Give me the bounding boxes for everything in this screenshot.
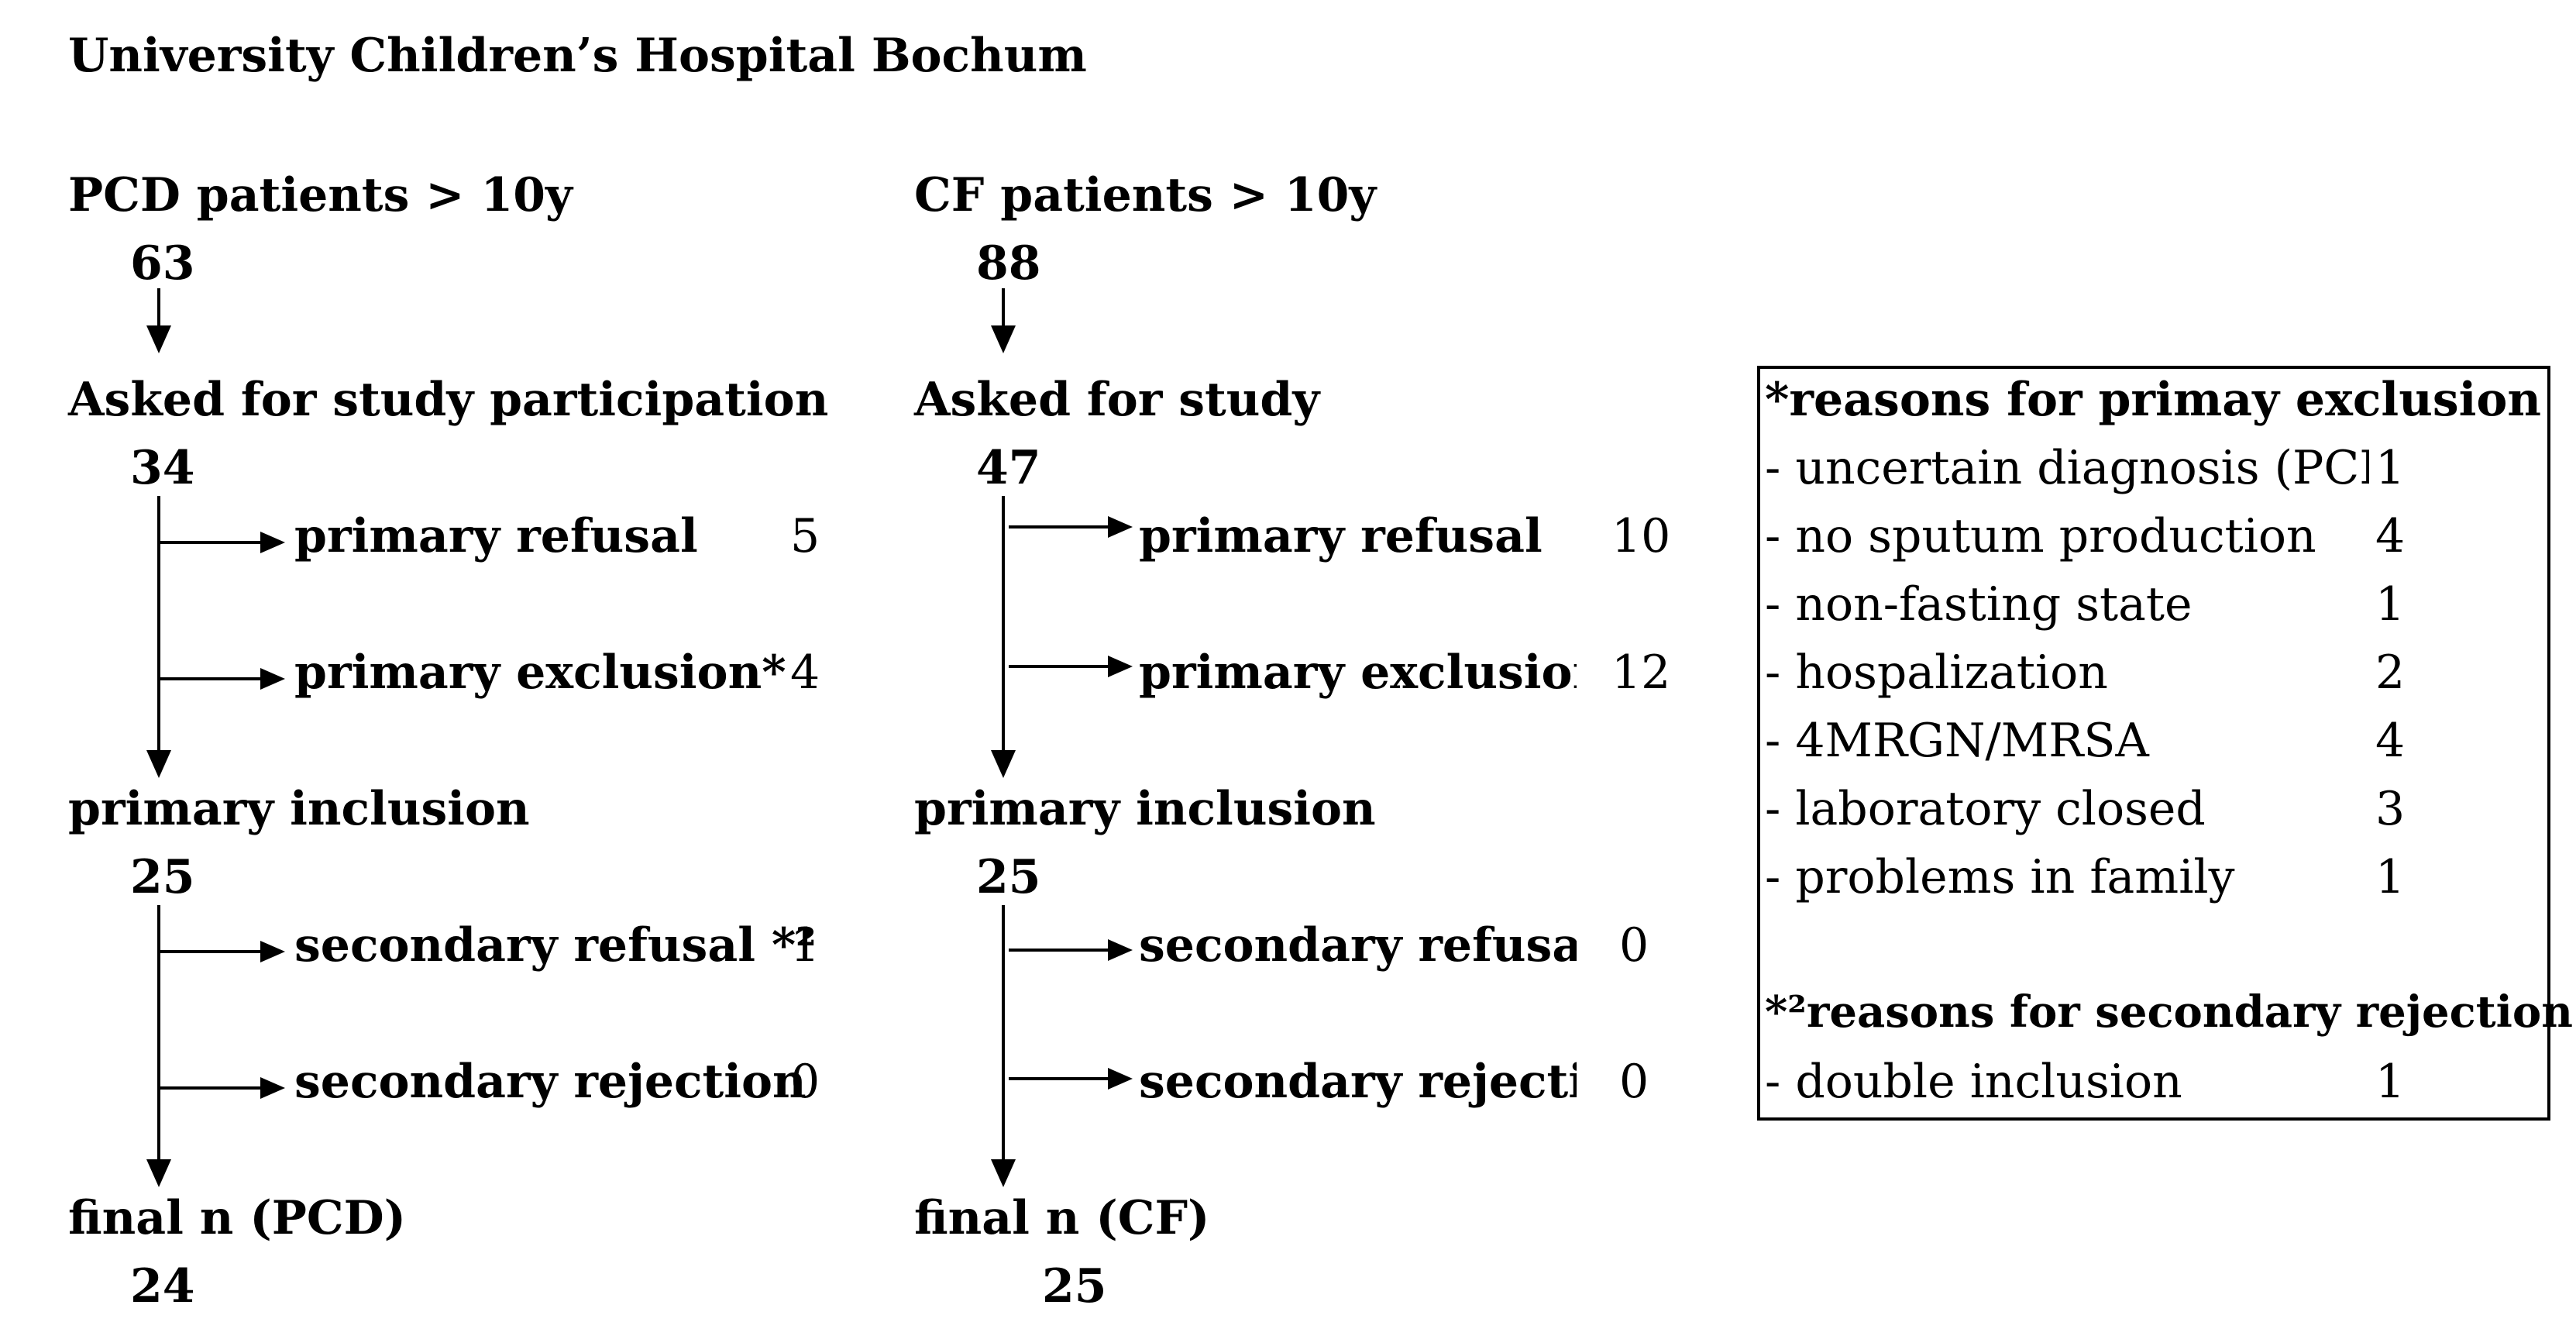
cf-primary-inclusion-label: primary inclusion [914,782,1376,836]
cf-arrowhead-secondary-refusal [1108,939,1133,961]
pcd-primary-inclusion-label: primary inclusion [68,782,530,836]
pcd-arrowhead-final [146,1159,171,1187]
reason-count: 2 [2375,646,2406,700]
reason-label: - uncertain diagnosis (PCD [1765,445,2369,495]
pcd-primary-refusal-label: primary refusal [294,509,698,563]
reason-count: 1 [2375,1055,2406,1109]
pcd-patients-label: PCD patients > 10y [68,168,573,222]
reason-count: 1 [2375,441,2406,495]
cf-arrowhead-secondary-rejection [1108,1068,1133,1090]
pcd-primary-refusal-count: 5 [790,509,820,563]
cf-arrowhead-primary-exclusion [1108,656,1133,677]
cf-arrowhead-primary-refusal [1108,516,1133,538]
reason-count: 4 [2375,509,2406,563]
pcd-arrowhead-primary-exclusion [260,668,285,690]
pcd-asked-label: Asked for study participation [68,373,829,427]
cf-primary-exclusion-label: primary exclusion* [1139,649,1577,700]
pcd-secondary-rejection-label: secondary rejection [294,1055,807,1109]
reason-label: - double inclusion [1765,1055,2182,1109]
reason-count: 4 [2375,714,2406,768]
cf-final-label: final n (CF) [914,1191,1210,1245]
cf-asked-count: 47 [976,441,1041,495]
pcd-secondary-rejection-count: 0 [790,1055,820,1109]
pcd-patients-count: 63 [130,236,195,291]
pcd-primary-inclusion-count: 25 [130,850,195,904]
cf-arrowhead-final [991,1159,1016,1187]
cf-arrowhead-inclusion [991,750,1016,778]
reason-label: - laboratory closed [1765,782,2206,836]
reason-label: - no sputum production [1765,509,2316,563]
reasons-legend-box [1757,366,2550,1121]
cf-patients-count: 88 [976,236,1041,291]
hospital-title: University Children’s Hospital Bochum [68,29,1087,83]
cf-secondary-rejection-count: 0 [1619,1055,1649,1109]
cf-primary-refusal-count: 10 [1611,509,1671,563]
pcd-arrowhead-asked [146,325,171,353]
pcd-arrowhead-secondary-rejection [260,1077,285,1099]
reason-label: - non-fasting state [1765,577,2193,632]
cf-arrowhead-asked [991,325,1016,353]
cf-primary-inclusion-count: 25 [976,850,1041,904]
reason-label: - 4MRGN/MRSA [1765,714,2149,768]
cf-primary-exclusion-count: 12 [1611,646,1671,700]
primary-exclusion-reasons-title: *reasons for primay exclusion [1765,373,2542,427]
secondary-rejection-reasons-title: *²reasons for secondary rejection [1765,986,2573,1038]
reason-count: 1 [2375,577,2406,632]
cf-primary-refusal-label: primary refusal [1139,509,1543,563]
pcd-secondary-refusal-label: secondary refusal *² [294,918,817,973]
reason-count: 1 [2375,850,2406,904]
pcd-final-label: final n (PCD) [68,1191,406,1245]
pcd-secondary-refusal-count: 1 [790,918,820,973]
cf-secondary-refusal-count: 0 [1619,918,1649,973]
pcd-arrowhead-inclusion [146,750,171,778]
cf-asked-label: Asked for study [914,373,1320,427]
cf-secondary-refusal-label: secondary refusal * [1139,922,1577,973]
cf-secondary-rejection-label: secondary rejection [1139,1059,1577,1109]
pcd-final-count: 24 [130,1259,195,1314]
reason-label: - hospalization [1765,646,2108,700]
pcd-primary-exclusion-label: primary exclusion* [294,646,786,700]
reason-count: 3 [2375,782,2406,836]
reason-label: - problems in family [1765,850,2235,904]
pcd-primary-exclusion-count: 4 [790,646,820,700]
pcd-asked-count: 34 [130,441,195,495]
cf-final-count: 25 [1042,1259,1107,1314]
pcd-arrowhead-primary-refusal [260,532,285,553]
pcd-arrowhead-secondary-refusal [260,941,285,962]
cf-patients-label: CF patients > 10y [914,168,1377,222]
